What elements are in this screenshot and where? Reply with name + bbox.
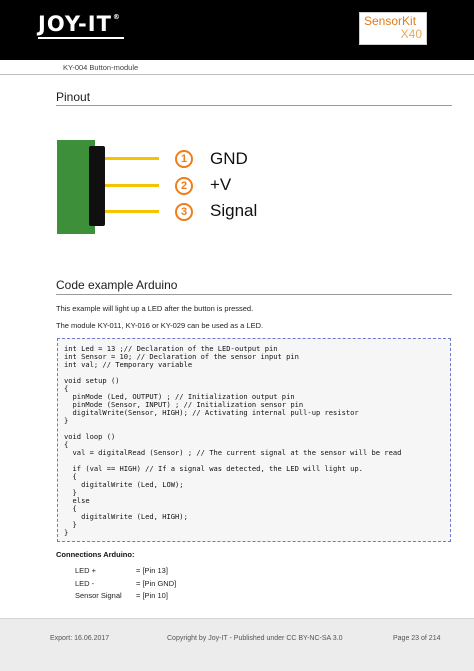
page-footer: Export: 16.06.2017 Copyright by Joy-IT -… [0,618,474,671]
connection-label: Sensor Signal [75,591,122,600]
pin-number-1: 1 [175,150,193,168]
pin-label-gnd: GND [210,149,248,168]
pin-3-lead [105,210,159,213]
joy-it-logo: JOY-IT® [38,14,121,35]
export-date: Export: 16.06.2017 [50,635,110,642]
connection-pin: = [Pin 13] [136,566,168,575]
page-header: JOY-IT® SensorKit X40 [0,0,474,60]
pinout-divider [56,105,452,106]
connection-pin: = [Pin GND] [136,579,177,588]
pin-label-vcc: +V [210,175,232,194]
brand-name: JOY-IT [38,12,112,36]
connection-pin: = [Pin 10] [136,591,168,600]
pin-label-signal: Signal [210,201,258,220]
connection-label: LED - [75,579,95,588]
code-listing: int Led = 13 ;// Declaration of the LED-… [64,344,402,537]
pinout-heading: Pinout [56,90,91,104]
code-heading: Code example Arduino [56,278,178,292]
registered-mark: ® [112,13,121,21]
sensorkit-title: SensorKit [364,14,417,28]
pin-number-2: 2 [175,177,193,195]
code-block: int Led = 13 ;// Declaration of the LED-… [57,338,451,542]
connections-heading: Connections Arduino: [56,550,135,559]
sensorkit-subtitle: X40 [400,27,422,41]
code-note-text: The module KY-011, KY-016 or KY-029 can … [56,321,264,330]
logo-underline [38,37,124,39]
sensorkit-badge: SensorKit X40 [359,12,427,45]
copyright-notice: Copyright by Joy-IT - Published under CC… [167,635,343,642]
page-number: Page 23 of 214 [393,635,441,642]
pin-number-3: 3 [175,203,193,221]
connection-label: LED + [75,566,97,575]
document-subheader: KY-004 Button-module [0,60,474,75]
pin-header [89,146,105,226]
module-pcb [57,140,95,234]
document-title: KY-004 Button-module [63,63,139,72]
code-divider [56,294,452,295]
code-intro-text: This example will light up a LED after t… [56,304,254,313]
pin-2-lead [105,184,159,187]
pin-1-lead [105,157,159,160]
